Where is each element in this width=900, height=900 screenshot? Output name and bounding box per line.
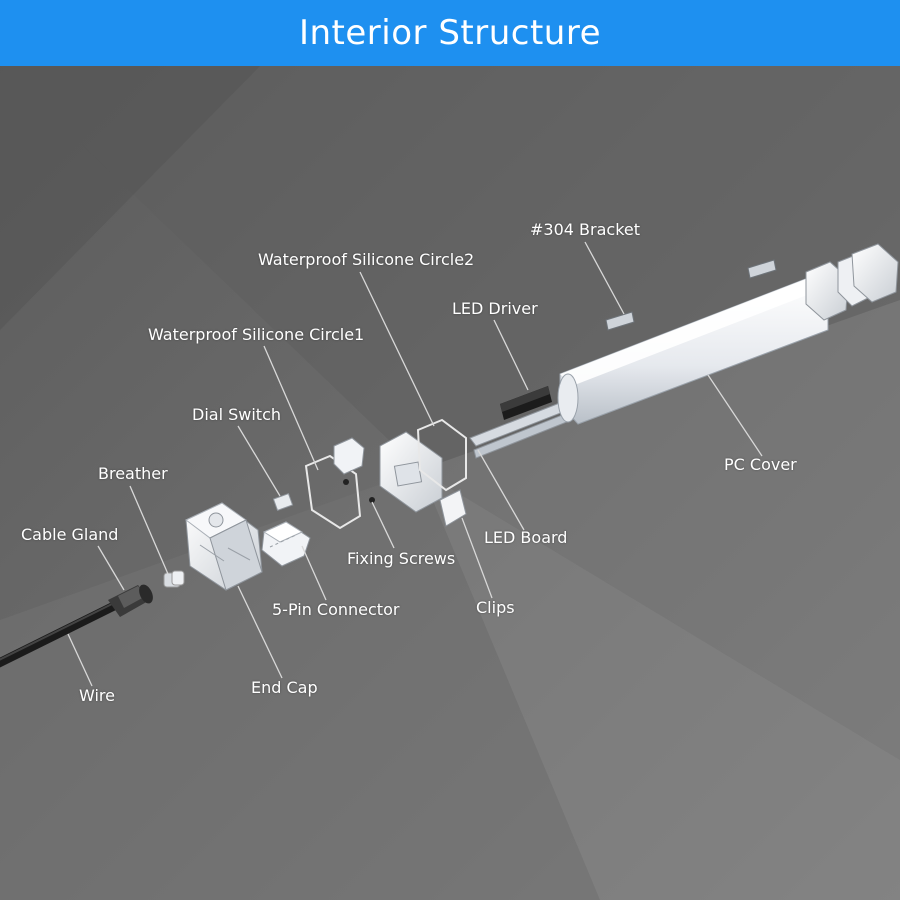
label-silicone-circle2: Waterproof Silicone Circle2 (258, 250, 475, 269)
leader-end-cap (237, 585, 283, 679)
inner-housing-part (379, 431, 443, 513)
label-breather: Breather (98, 464, 168, 483)
leader-clips (461, 517, 493, 599)
far-end-cap-part (805, 243, 899, 321)
leader-dial-switch (237, 425, 281, 497)
label-silicone-circle1: Waterproof Silicone Circle1 (148, 325, 365, 344)
leader-breather (129, 485, 169, 575)
label-clips: Clips (476, 598, 515, 617)
breather-part (163, 570, 185, 588)
leader-led-driver (493, 319, 529, 391)
leader-pc-cover (707, 374, 763, 457)
pc-cover-part (557, 277, 829, 425)
label-led-driver: LED Driver (452, 299, 538, 318)
leader-silicone-circle1 (263, 345, 319, 471)
label-pc-cover: PC Cover (724, 455, 797, 474)
leader-wire (67, 633, 93, 687)
dial-switch-part (272, 492, 294, 512)
leader-silicone-circle2 (359, 271, 435, 427)
label-bracket: #304 Bracket (530, 220, 640, 239)
five-pin-connector-part (261, 521, 311, 567)
title-banner: Interior Structure (0, 0, 900, 66)
label-cable-gland: Cable Gland (21, 525, 119, 544)
end-cap-part (185, 502, 263, 591)
label-fixing-screws: Fixing Screws (347, 549, 456, 568)
label-five-pin-connector: 5-Pin Connector (272, 600, 400, 619)
label-dial-switch: Dial Switch (192, 405, 281, 424)
silicone-circle2-part (416, 418, 467, 492)
cable-gland-part (108, 584, 153, 617)
leader-bracket (584, 241, 625, 315)
leader-cable-gland (97, 545, 125, 591)
silicone-circle1-part (304, 454, 362, 530)
fixing-screws-part (343, 479, 375, 503)
leader-fixing-screws (371, 501, 395, 549)
label-end-cap: End Cap (251, 678, 318, 697)
leader-led-board (477, 449, 525, 531)
led-driver-part (500, 386, 552, 420)
leader-five-pin-connector (301, 545, 327, 601)
page-title: Interior Structure (298, 13, 601, 53)
wire-part (0, 599, 123, 668)
clip-block-part (333, 437, 365, 475)
bracket-part (605, 259, 777, 331)
label-led-board: LED Board (484, 528, 568, 547)
clips-part (439, 489, 467, 527)
label-wire: Wire (79, 686, 115, 705)
leader-lines (67, 241, 763, 687)
